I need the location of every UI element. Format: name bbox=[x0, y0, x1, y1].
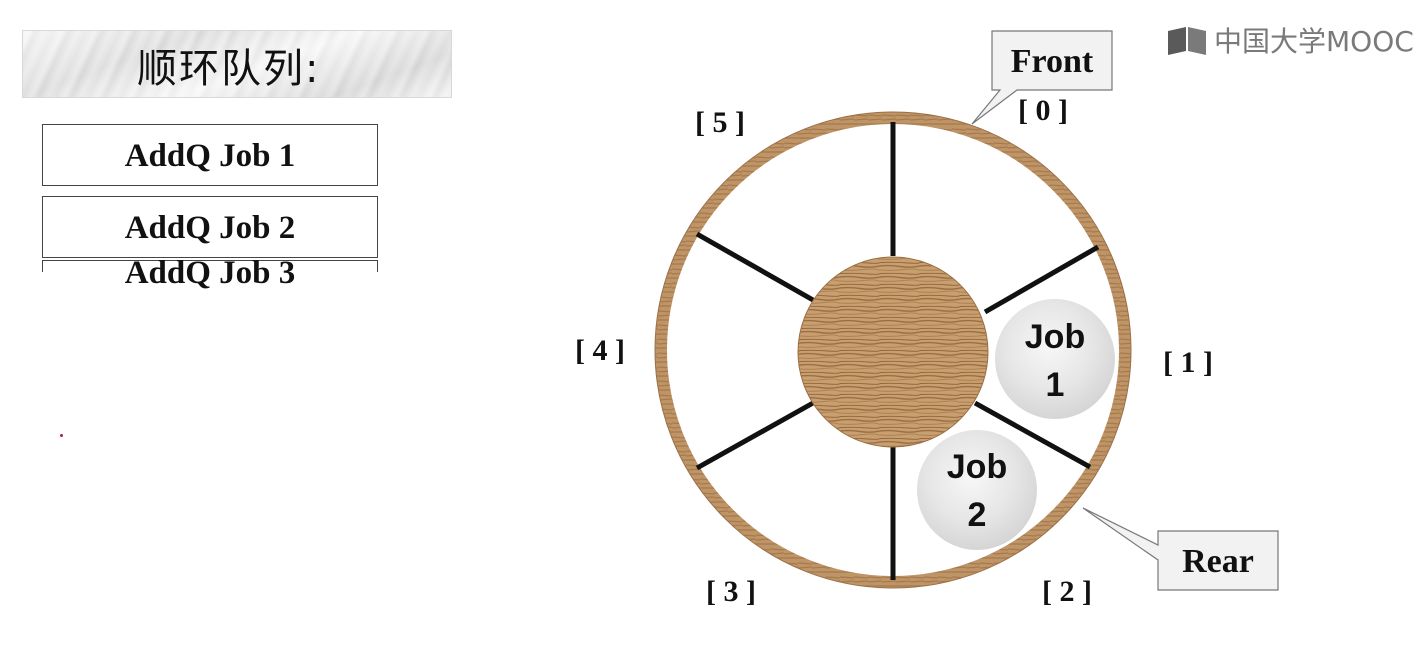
job1-marble: Job 1 bbox=[995, 299, 1115, 419]
divider-bottom-left bbox=[695, 400, 815, 471]
circular-queue-diagram: Job 1 Job 2 [ 0 ] [ 1 ] [ 2 ] [ 3 ] [ 4 … bbox=[575, 30, 1279, 608]
divider-bottom-right bbox=[973, 400, 1092, 470]
addq-job2-step: AddQ Job 2 bbox=[42, 196, 378, 258]
slot-label-2: [ 2 ] bbox=[1042, 575, 1092, 608]
job1-label-line2: 1 bbox=[1046, 366, 1065, 404]
slot-label-0: [ 0 ] bbox=[1018, 94, 1068, 127]
rear-pointer-label: Rear bbox=[1182, 543, 1254, 580]
front-pointer-label: Front bbox=[1011, 43, 1094, 80]
rear-callout: Rear bbox=[1082, 507, 1279, 591]
page-title: 顺环队列: bbox=[137, 46, 321, 92]
rear-callout-shape bbox=[1082, 507, 1279, 591]
job2-marble: Job 2 bbox=[917, 430, 1037, 550]
slot-label-1: [ 1 ] bbox=[1163, 346, 1213, 379]
slot-label-4: [ 4 ] bbox=[575, 334, 625, 367]
queue-ring-edge bbox=[654, 111, 1132, 589]
slot-dividers bbox=[695, 122, 1100, 580]
book-icon bbox=[1168, 27, 1206, 55]
job2-label-line2: 2 bbox=[968, 496, 987, 534]
divider-top-left bbox=[695, 231, 815, 303]
divider-top-right bbox=[983, 244, 1100, 315]
slot-label-3: [ 3 ] bbox=[706, 575, 756, 608]
pointer-dot bbox=[60, 434, 63, 437]
queue-hub bbox=[797, 256, 989, 448]
watermark: 中国大学MOOC bbox=[1166, 20, 1414, 58]
front-callout: Front bbox=[971, 30, 1113, 125]
front-callout-shape bbox=[971, 30, 1113, 125]
watermark-text: 中国大学MOOC bbox=[1214, 25, 1414, 58]
job2-label-line1: Job bbox=[947, 448, 1007, 486]
job2-circle bbox=[917, 430, 1037, 550]
title-banner: 顺环队列: bbox=[22, 30, 452, 98]
addq-job1-step: AddQ Job 1 bbox=[42, 124, 378, 186]
job1-label-line1: Job bbox=[1025, 318, 1085, 356]
slot-label-5: [ 5 ] bbox=[695, 106, 745, 139]
job1-circle bbox=[995, 299, 1115, 419]
